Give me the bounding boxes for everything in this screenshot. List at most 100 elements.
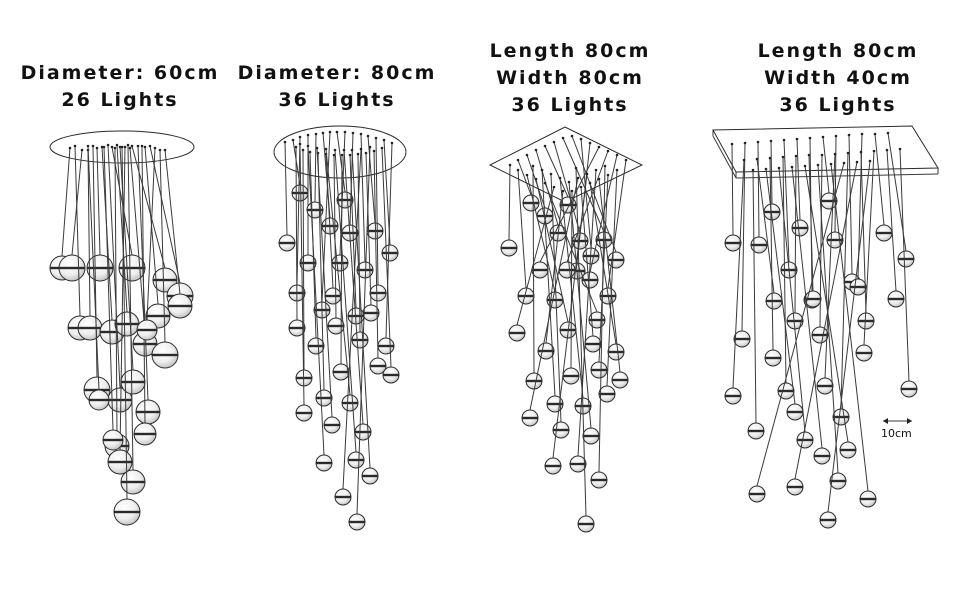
- wire-anchor: [549, 172, 553, 176]
- ball-band: [333, 370, 349, 374]
- pendant-light: [590, 173, 610, 379]
- pendant-light: [151, 148, 179, 369]
- pendant-wire: [159, 149, 166, 343]
- pendant-wire: [804, 165, 849, 443]
- caption-rect-80x40: Length 80cm Width 40cm 36 Lights: [738, 38, 938, 119]
- ball-band: [108, 460, 132, 464]
- ball-band: [787, 485, 803, 489]
- wire-anchor: [340, 153, 344, 157]
- ball-band: [560, 203, 576, 207]
- pendant-light: [590, 164, 608, 489]
- pendant-wire: [321, 131, 331, 303]
- ball-band: [856, 351, 872, 355]
- ball-band: [820, 518, 836, 522]
- caption-line: 36 Lights: [779, 94, 897, 116]
- pendant-wire: [607, 159, 627, 289]
- wire-anchor: [335, 130, 339, 134]
- pendant-wire: [606, 169, 618, 387]
- wire-anchor: [516, 158, 520, 162]
- ball-band: [136, 410, 160, 414]
- wire-anchor: [294, 145, 298, 149]
- pendant-wire: [334, 149, 357, 453]
- wire-anchor: [91, 144, 95, 148]
- pendant-light: [567, 180, 600, 445]
- wire-anchor: [794, 154, 798, 158]
- wire-anchor: [781, 155, 785, 159]
- ball-band: [378, 344, 394, 348]
- pendant-wire: [874, 133, 885, 226]
- pendant-light: [324, 147, 359, 412]
- ball-band: [888, 297, 904, 301]
- wire-anchor: [380, 146, 384, 150]
- pendant-wire: [307, 145, 325, 456]
- ball-band: [325, 294, 341, 298]
- ball-band: [833, 415, 849, 419]
- pendant-wire: [848, 134, 853, 275]
- wire-anchor: [868, 159, 872, 163]
- pendant-wire: [886, 149, 897, 292]
- pendant-wire: [756, 162, 845, 487]
- ball-band: [850, 285, 866, 289]
- caption-line: Width 40cm: [764, 67, 912, 89]
- wire-anchor: [597, 177, 601, 181]
- ball-band: [559, 268, 575, 272]
- wire-anchor: [291, 138, 295, 142]
- ball-band: [901, 387, 917, 391]
- pendant-light: [764, 167, 804, 421]
- wire-anchor: [534, 148, 538, 152]
- pendant-wire: [516, 186, 555, 326]
- pendant-light: [816, 163, 847, 490]
- wire-anchor: [846, 151, 850, 155]
- pendant-wire: [863, 150, 875, 346]
- wire-anchor: [873, 132, 877, 136]
- pendant-wire: [794, 161, 858, 480]
- wire-anchor: [594, 168, 598, 172]
- pendant-wire: [517, 169, 527, 289]
- wire-anchor: [624, 158, 628, 162]
- wire-anchor: [606, 173, 610, 177]
- ball-band: [342, 401, 358, 405]
- wire-anchor: [872, 149, 876, 153]
- pendant-wire: [299, 143, 305, 406]
- wire-anchor: [525, 153, 529, 157]
- ball-band: [324, 423, 340, 427]
- ball-band: [814, 454, 830, 458]
- pendant-wire: [834, 135, 837, 233]
- pendant-light: [114, 143, 140, 337]
- ball-band: [748, 429, 764, 433]
- wire-anchor: [570, 134, 574, 138]
- caption-line: Diameter: 60cm: [20, 62, 220, 84]
- pendant-wire: [765, 168, 796, 405]
- wire-anchor: [100, 145, 104, 149]
- pendant-wire: [508, 164, 511, 241]
- wire-anchor: [859, 150, 863, 154]
- wire-anchor: [364, 151, 368, 155]
- pendant-light: [102, 145, 124, 451]
- wire-anchor: [807, 153, 811, 157]
- ball-band: [335, 495, 351, 499]
- wire-anchor: [333, 148, 337, 152]
- ball-band: [591, 478, 607, 482]
- ball-band: [300, 261, 316, 265]
- pendant-wire: [580, 186, 594, 337]
- pendant-wire: [783, 139, 790, 263]
- wire-anchor: [356, 152, 360, 156]
- wire-anchor: [315, 146, 319, 150]
- ball-band: [279, 241, 295, 245]
- wire-anchor: [130, 144, 134, 148]
- wire-anchor: [348, 153, 352, 157]
- wire-anchor: [128, 146, 132, 150]
- pendant-wire: [808, 154, 814, 292]
- wire-anchor: [816, 163, 820, 167]
- pendant-light: [521, 176, 580, 427]
- pendant-light: [334, 147, 363, 506]
- pendant-light: [136, 146, 158, 341]
- wire-anchor: [368, 145, 372, 149]
- ball-band: [501, 246, 517, 250]
- wire-anchor: [531, 164, 535, 168]
- wire-anchor: [790, 165, 794, 169]
- wire-anchor: [328, 130, 332, 134]
- wire-anchor: [508, 163, 512, 167]
- ball-band: [725, 241, 741, 245]
- ball-band: [766, 299, 782, 303]
